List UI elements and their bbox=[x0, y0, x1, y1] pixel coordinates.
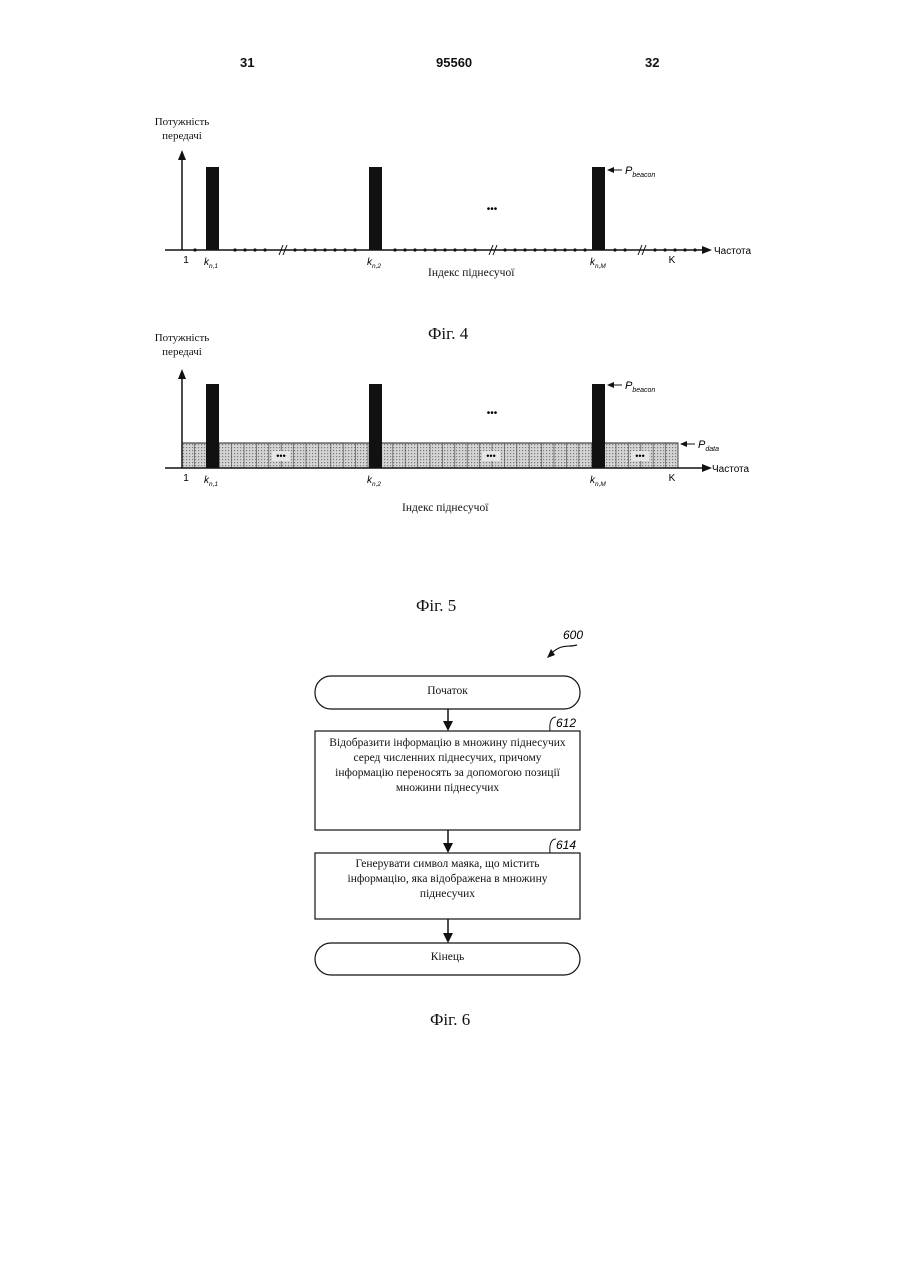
figure-6: 600 612 614 Початок Відобразити інформац… bbox=[0, 0, 901, 1040]
fig6-ref-614: 614 bbox=[556, 838, 576, 852]
fig6-end-label: Кінець bbox=[315, 950, 580, 965]
fig6-ref-600-leader bbox=[550, 645, 577, 655]
fig6-step-612-text: Відобразити інформацію в множину піднесу… bbox=[327, 736, 568, 796]
fig6-start-label: Початок bbox=[315, 684, 580, 699]
fig6-ref-600: 600 bbox=[563, 628, 583, 642]
fig6-ref-612: 612 bbox=[556, 716, 576, 730]
fig6-caption: Фіг. 6 bbox=[430, 1010, 470, 1030]
fig6-step-614-text: Генерувати символ маяка, що містить інфо… bbox=[327, 857, 568, 902]
